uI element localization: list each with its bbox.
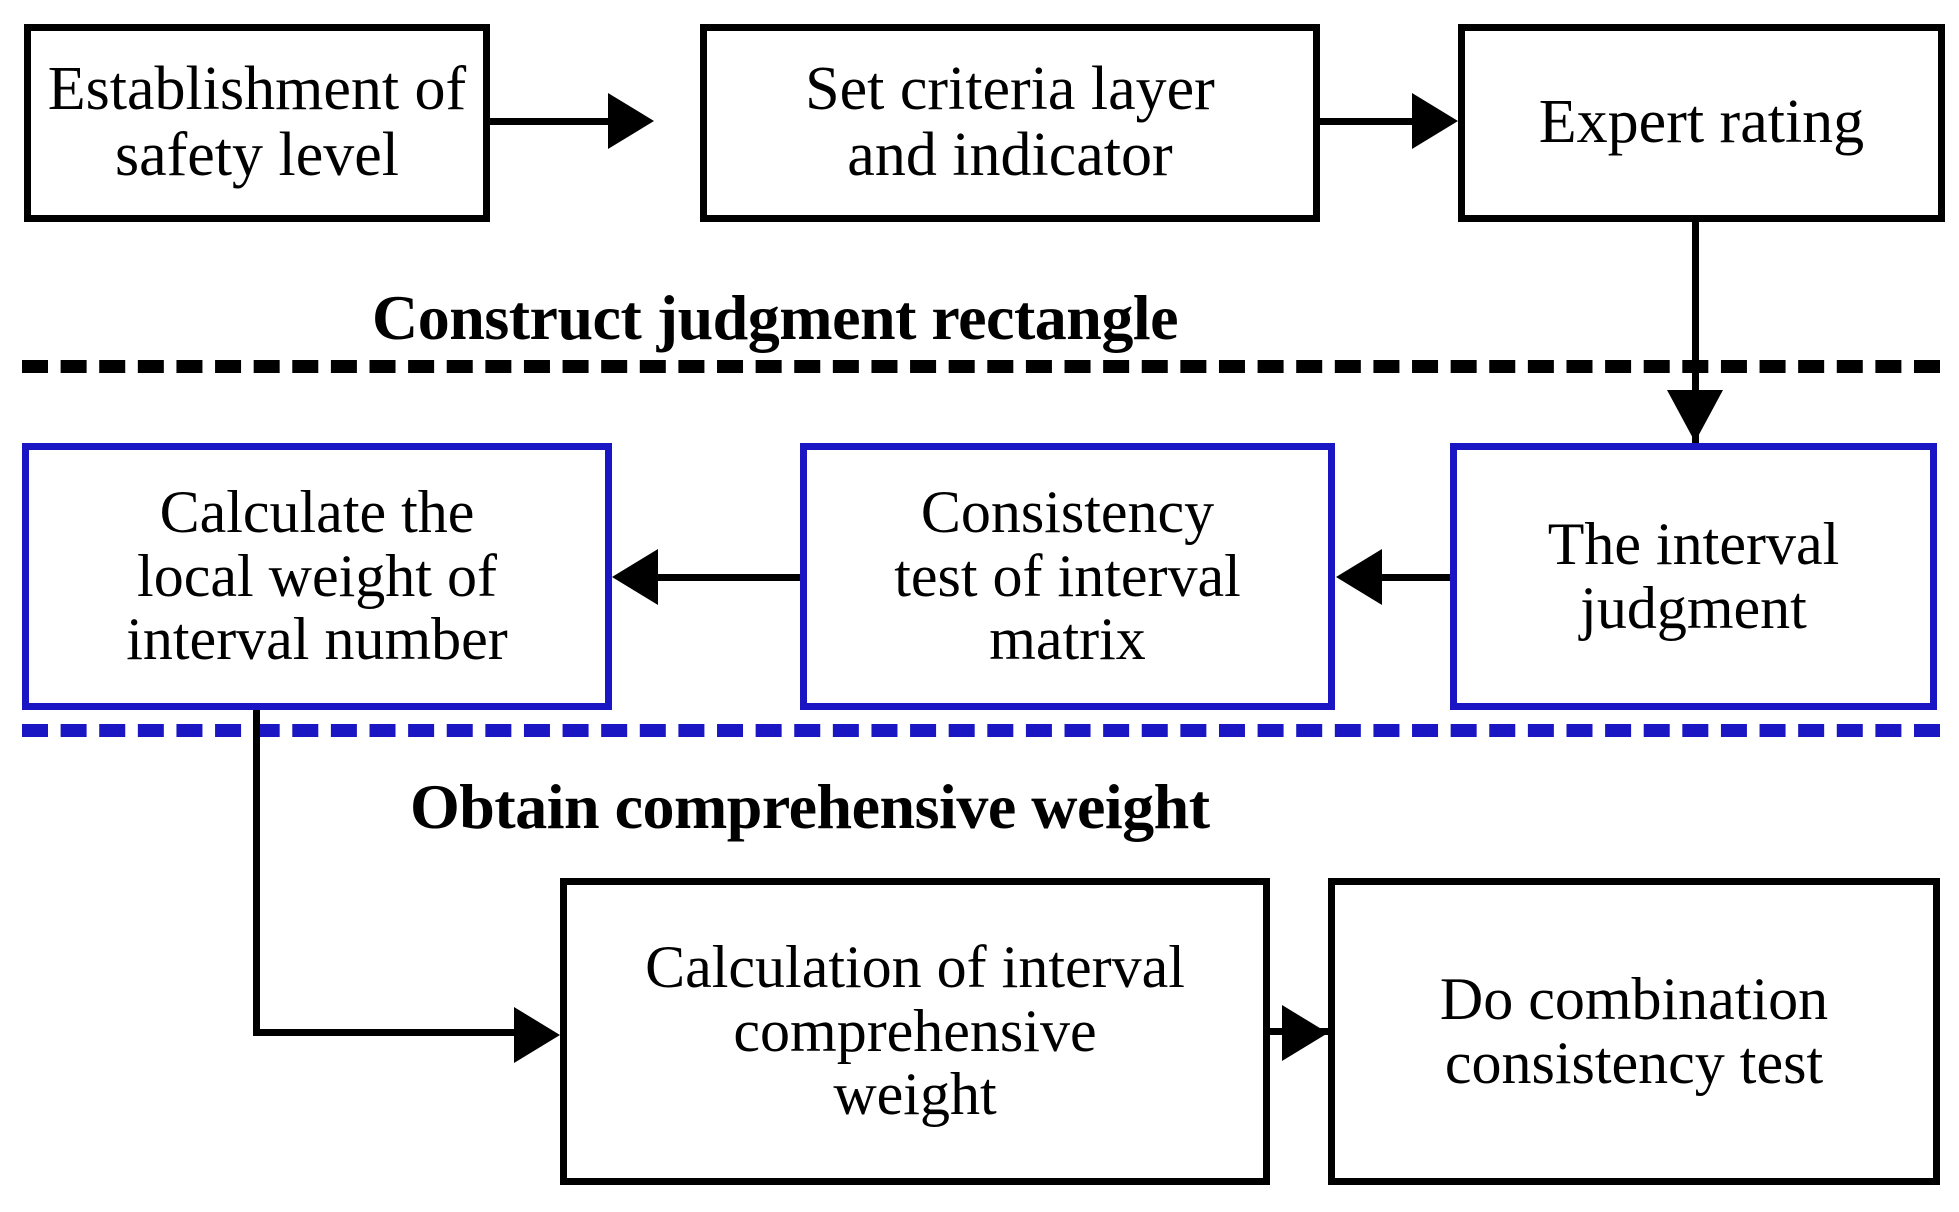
- node-set-criteria-layer-and-indicator[interactable]: Set criteria layer and indicator: [700, 24, 1320, 222]
- node-establishment-of-safety-level[interactable]: Establishment of safety level: [24, 24, 490, 222]
- node-label: Expert rating: [1538, 88, 1865, 157]
- node-expert-rating[interactable]: Expert rating: [1458, 24, 1945, 222]
- arrowhead-down-icon: [1667, 390, 1723, 442]
- divider-blue-dashed: [22, 724, 1940, 737]
- arrowhead-right-icon: [1412, 93, 1458, 149]
- node-calculate-local-weight-of-interval-number[interactable]: Calculate the local weight of interval n…: [22, 443, 612, 710]
- arrowhead-right-icon: [514, 1007, 560, 1063]
- edge-line: [490, 118, 612, 125]
- divider-black-dashed: [22, 360, 1940, 373]
- node-calculation-of-interval-comprehensive-weight[interactable]: Calculation of interval comprehensive we…: [560, 878, 1270, 1185]
- node-label: Set criteria layer and indicator: [805, 55, 1215, 189]
- node-label: The interval judgment: [1547, 510, 1840, 641]
- edge-line: [1692, 222, 1699, 446]
- node-label: Calculate the local weight of interval n…: [126, 479, 508, 673]
- edge-line-horizontal: [253, 1029, 518, 1036]
- edge-line-vertical: [253, 706, 260, 1036]
- arrowhead-left-icon: [1336, 549, 1382, 605]
- arrowhead-left-icon: [612, 549, 658, 605]
- node-consistency-test-of-interval-matrix[interactable]: Consistency test of interval matrix: [800, 443, 1335, 710]
- node-label: Calculation of interval comprehensive we…: [645, 934, 1185, 1128]
- edge-line: [1382, 574, 1452, 581]
- section-label-construct-judgment-rectangle: Construct judgment rectangle: [372, 282, 1179, 353]
- node-the-interval-judgment[interactable]: The interval judgment: [1450, 443, 1937, 710]
- node-label: Do combination consistency test: [1439, 965, 1829, 1096]
- node-label: Consistency test of interval matrix: [894, 479, 1241, 673]
- edge-line: [658, 574, 804, 581]
- arrowhead-right-icon: [608, 93, 654, 149]
- node-label: Establishment of safety level: [47, 55, 467, 189]
- section-label-obtain-comprehensive-weight: Obtain comprehensive weight: [410, 771, 1210, 842]
- arrowhead-right-icon: [1282, 1005, 1328, 1061]
- node-do-combination-consistency-test[interactable]: Do combination consistency test: [1328, 878, 1940, 1185]
- edge-line: [1320, 118, 1416, 125]
